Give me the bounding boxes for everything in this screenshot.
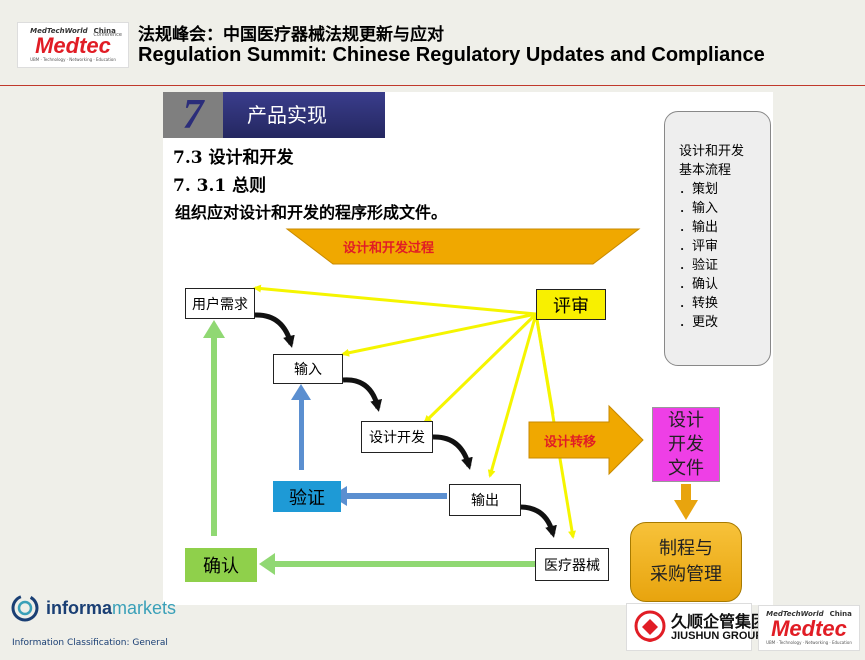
logo-medtec-text: Medtec [771,616,847,641]
validate-arrows [203,320,535,575]
jiushun-cn-text: 久顺企管集团 [671,612,768,631]
medtec-logo-header: MedTechWorld China Medtec UBM · Technolog… [17,22,129,68]
design-transfer-label: 设计转移 [544,435,597,450]
flow-item: ．验证 [679,258,719,273]
subheading-7-3: 7.3 设计和开发 [173,148,294,168]
design-dev-file-line3: 文件 [668,457,704,479]
validate-box: 确认 [185,548,257,582]
subheading-7-3-1: 7. 3.1 总则 [173,176,267,196]
logo-china-text: China [93,27,116,35]
design-transfer-arrow [528,404,644,476]
file-to-mfg-arrow [674,484,698,520]
informa-markets-logo: informamarkets [10,593,176,623]
mfg-procurement-box: 制程与 采购管理 [630,522,742,602]
section-title: 产品实现 [223,92,385,138]
page-title-en: Regulation Summit: Chinese Regulatory Up… [138,44,765,66]
flow-item: ．输入 [679,201,719,216]
input-box: 输入 [273,354,343,384]
process-arrow [285,228,641,265]
section-number: 7 [163,92,223,138]
mfg-procurement-line1: 制程与 [659,538,713,559]
logo-medtec-text: Medtec [35,33,111,58]
logo-tagline: UBM · Technology · Networking · Educatio… [766,640,852,645]
jiushun-en-text: JIUSHUN GROUP [671,630,763,642]
logo-medtechworld-text: MedTechWorld [766,610,824,618]
header-divider [0,85,865,86]
flow-item: ．转换 [679,296,719,311]
main-flow-arrows [254,312,557,538]
output-box: 输出 [449,484,521,516]
flow-item: ．输出 [679,220,719,235]
informa-ring-icon [11,594,39,622]
flow-box-title-line1: 设计和开发 [679,144,745,159]
markets-word: markets [112,597,177,618]
design-dev-file-line1: 设计 [668,409,704,431]
medtec-logo-footer: MedTechWorld China Medtec UBM · Technolog… [758,605,860,651]
process-label: 设计和开发过程 [343,241,435,256]
slide: 7 产品实现 7.3 设计和开发 7. 3.1 总则 组织应对设计和开发的程序形… [163,92,773,605]
review-box: 评审 [536,289,606,320]
flow-item: ．策划 [679,182,719,197]
flow-item: ．评审 [679,239,719,254]
mfg-procurement-line2: 采购管理 [650,564,722,585]
page-title-cn: 法规峰会：中国医疗器械法规更新与应对 [138,25,444,45]
logo-china-text: China [829,610,852,618]
jiushun-logo: 久顺企管集团 JIUSHUN GROUP [626,603,767,651]
informa-word: informa [46,597,113,618]
design-dev-file-box: 设计 开发 文件 [652,407,720,482]
flow-item: ．确认 [679,277,719,292]
jiushun-emblem-icon [634,610,666,642]
medical-device-box: 医疗器械 [535,548,609,581]
design-dev-file-line2: 开发 [668,433,704,455]
flow-item: ．更改 [679,315,719,330]
design-dev-box: 设计开发 [361,421,433,453]
requirement-text: 组织应对设计和开发的程序形成文件。 [175,203,448,222]
basic-flow-box: 设计和开发 基本流程 ．策划 ．输入 ．输出 ．评审 ．验证 ．确认 ．转换 ．… [664,111,771,366]
logo-medtechworld-text: MedTechWorld [30,27,88,35]
logo-conference-text: Conference [93,32,122,38]
flow-arrows [203,228,698,575]
classification-text: Information Classification: General [12,638,168,648]
user-needs-box: 用户需求 [185,288,255,319]
logo-tagline: UBM · Technology · Networking · Educatio… [30,57,116,62]
verify-box: 验证 [273,481,341,512]
flow-box-title-line2: 基本流程 [679,163,732,178]
